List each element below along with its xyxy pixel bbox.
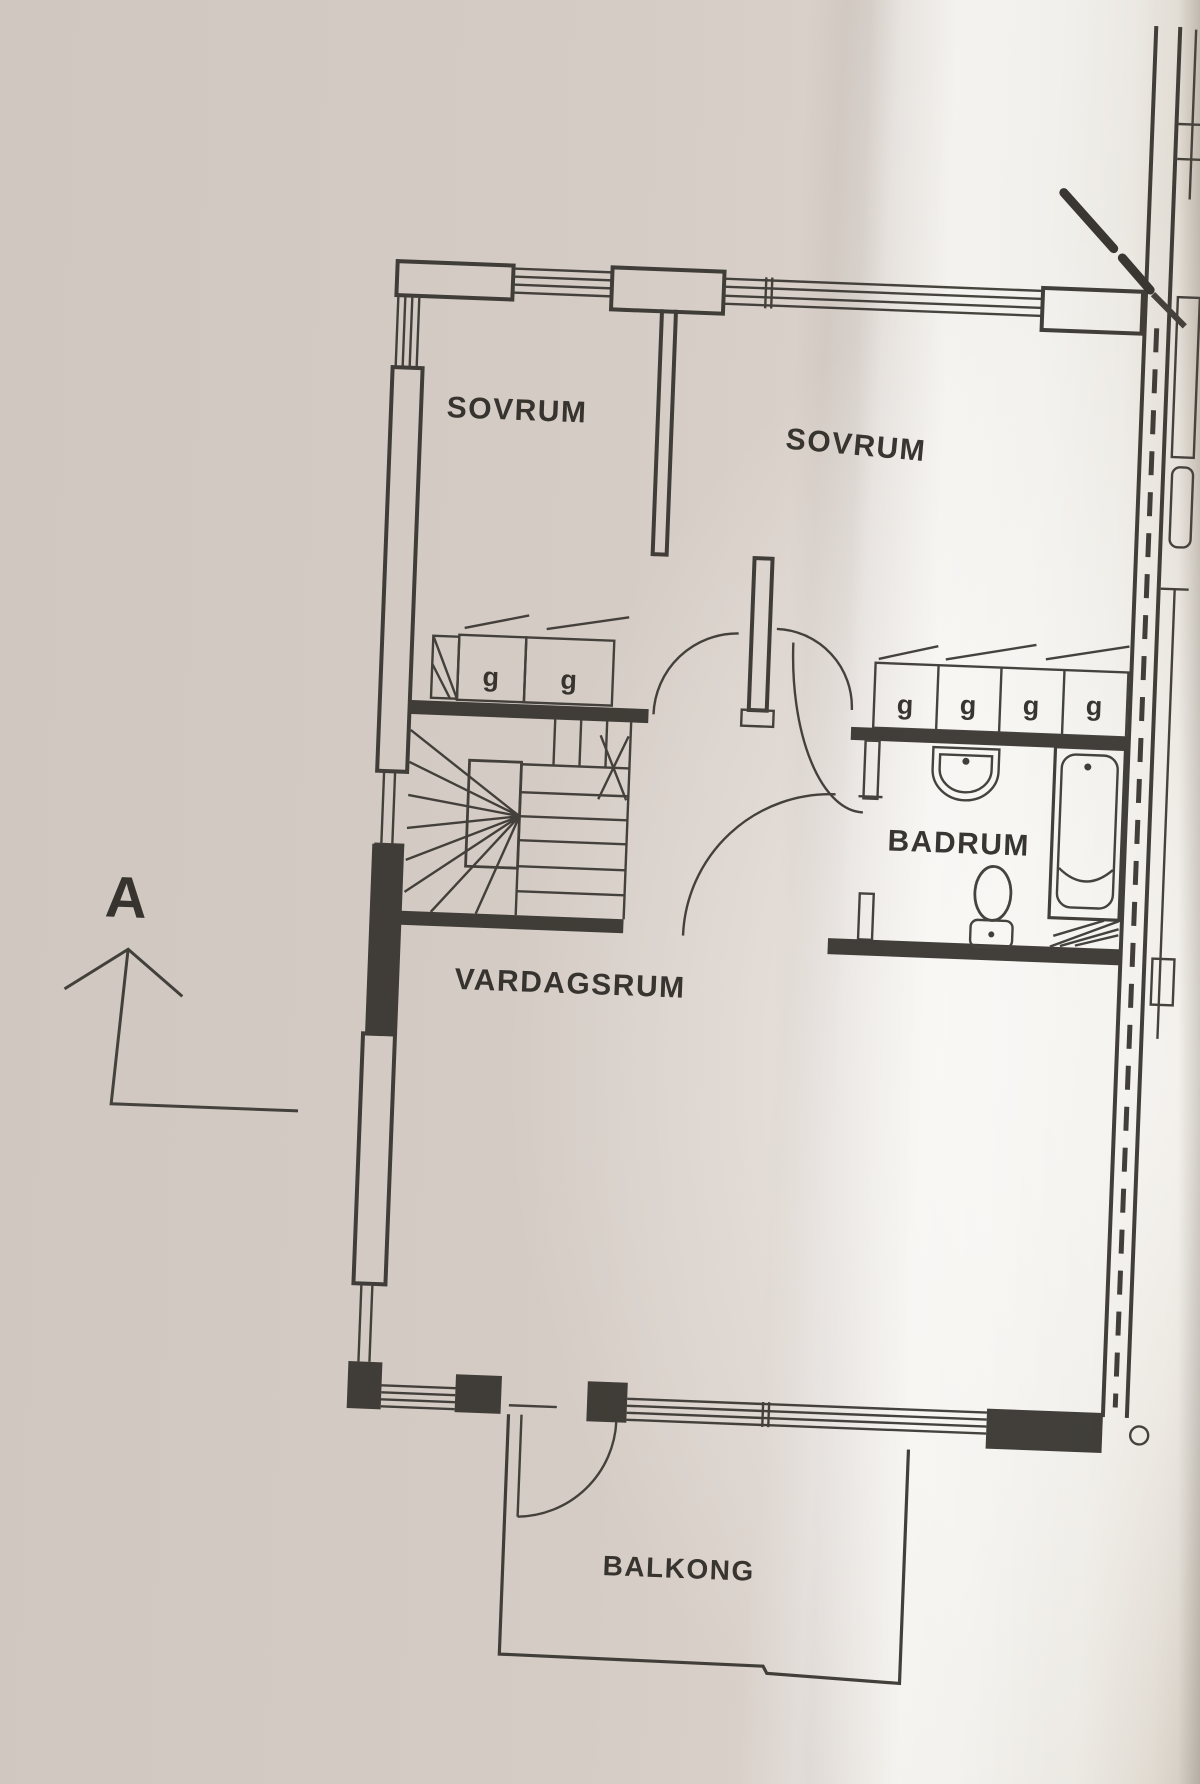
closet-label: g <box>482 662 500 693</box>
bathroom-block: g g g g <box>827 643 1130 966</box>
closet-label: g <box>560 665 578 696</box>
door-arc-balcony <box>517 1421 618 1518</box>
section-marker: A <box>63 864 299 1113</box>
sink-icon <box>931 745 1001 802</box>
room-label-bedroom-left: SOVRUM <box>446 391 588 429</box>
room-label-living-room: VARDAGSRUM <box>454 963 686 1005</box>
top-exterior-wall <box>394 259 1146 336</box>
bathroom-north-wall <box>850 726 1129 751</box>
door-arc-bathroom <box>791 642 863 814</box>
bottom-exterior-wall <box>380 1374 1150 1454</box>
closet-label: g <box>1085 691 1103 722</box>
toilet-icon <box>968 865 1014 950</box>
bedroom-dividing-wall <box>650 309 679 557</box>
section-cut-line <box>1059 188 1187 329</box>
exterior-marker-circle <box>1128 1425 1150 1446</box>
door-arc-bedroom-left <box>652 632 739 715</box>
stair-enclosure-walls <box>400 699 649 934</box>
bathtub-icon <box>1047 745 1128 922</box>
corner-hatch-mark <box>1049 919 1120 948</box>
stair-break-mark <box>597 734 630 801</box>
balcony-outline <box>497 1414 911 1686</box>
section-arrow-line <box>109 949 299 1113</box>
staircase <box>403 719 633 920</box>
right-party-wall <box>1100 26 1183 1419</box>
room-label-bathroom: BADRUM <box>887 824 1030 862</box>
left-exterior-wall <box>346 295 425 1410</box>
bathroom-door-jamb <box>862 739 881 801</box>
wardrobes-left: g g <box>429 614 630 707</box>
hall-wall-stub <box>739 555 775 729</box>
closet-label: g <box>896 690 914 721</box>
room-label-bedroom-right: SOVRUM <box>784 423 927 469</box>
door-arc-living-room <box>681 793 836 936</box>
wardrobe-box <box>522 636 616 707</box>
closet-label: g <box>1022 690 1040 721</box>
room-label-balcony: BALKONG <box>602 1550 755 1587</box>
wall-dashed-line <box>1112 328 1160 1408</box>
neighbor-unit-fragments <box>1149 29 1200 1039</box>
stair-newel <box>464 758 524 870</box>
closet-label: g <box>959 690 977 721</box>
section-marker-label: A <box>104 864 148 931</box>
balcony-door-leaf <box>516 1414 523 1517</box>
door-arc-bedroom-right <box>776 627 854 710</box>
bathroom-south-wall <box>827 938 1121 966</box>
